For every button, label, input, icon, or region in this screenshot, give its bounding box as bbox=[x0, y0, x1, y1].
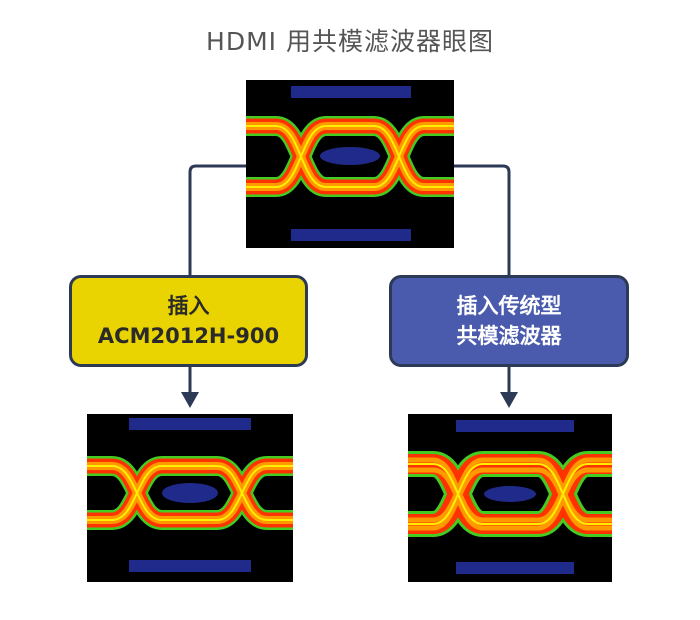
left-box-line2: ACM2012H-900 bbox=[97, 324, 280, 348]
connector-left bbox=[188, 164, 246, 275]
arrow-left-head bbox=[181, 392, 199, 408]
right-box-line2: 共模滤波器 bbox=[456, 324, 562, 348]
acm2012h-900-box: 插入 ACM2012H-900 bbox=[69, 275, 308, 367]
right-box-line1: 插入传统型 bbox=[456, 294, 562, 318]
eye-diagram-conventional bbox=[408, 414, 612, 582]
left-box-line1: 插入 bbox=[167, 294, 210, 318]
arrow-right-head bbox=[500, 392, 518, 408]
diagram-title: HDMI 用共模滤波器眼图 bbox=[206, 27, 494, 56]
conventional-filter-box: 插入传统型 共模滤波器 bbox=[389, 275, 629, 367]
eye-diagram-original bbox=[246, 80, 454, 248]
eye-diagram-acm2012h bbox=[87, 414, 293, 582]
connector-right bbox=[454, 164, 511, 275]
